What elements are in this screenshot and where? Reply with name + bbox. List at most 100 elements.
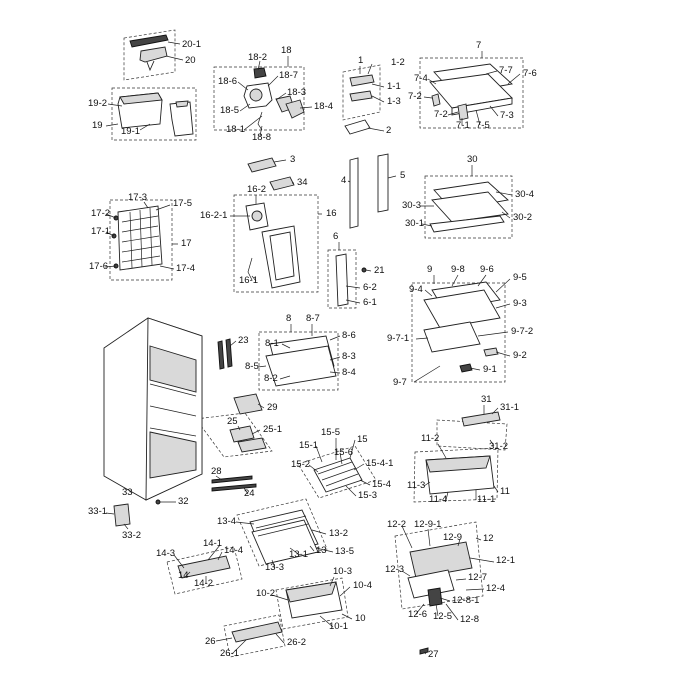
part-label-26: 26 — [205, 636, 216, 647]
part-label-4: 4 — [341, 175, 346, 186]
part-label-15-4-1: 15-4-1 — [366, 458, 393, 469]
part-label-8-2: 8-2 — [264, 373, 278, 384]
part-label-8-6: 8-6 — [342, 330, 356, 341]
part-label-10: 10 — [355, 613, 366, 624]
part-label-32: 32 — [178, 496, 189, 507]
part-label-12: 12 — [483, 533, 494, 544]
part-label-9: 9 — [427, 264, 432, 275]
part-label-13-1: 13-1 — [289, 549, 308, 560]
part-number-labels: 20-12019-21919-11818-218-718-618-318-418… — [88, 39, 537, 660]
part-label-26-1: 26-1 — [220, 648, 239, 659]
part-label-11-3: 11-3 — [407, 480, 425, 491]
part-label-18-6: 18-6 — [218, 76, 237, 87]
part-label-1-3: 1-3 — [387, 96, 401, 107]
part-label-25-1: 25-1 — [263, 424, 282, 435]
part-label-8-3: 8-3 — [342, 351, 356, 362]
part-label-7-1: 7-1 — [456, 120, 470, 131]
part-label-12-7: 12-7 — [468, 572, 487, 583]
part-label-9-3: 9-3 — [513, 298, 527, 309]
part-label-30-2: 30-2 — [513, 212, 532, 223]
part-label-9-1: 9-1 — [483, 364, 497, 375]
part-label-9-6: 9-6 — [480, 264, 494, 275]
part-label-16: 16 — [326, 208, 337, 219]
part-label-1-2: 1-2 — [391, 57, 405, 68]
part-label-7-7: 7-7 — [499, 65, 513, 76]
part-label-12-3: 12-3 — [385, 564, 404, 575]
part-label-18-8: 18-8 — [252, 132, 271, 143]
part-label-12-4: 12-4 — [486, 583, 505, 594]
part-label-17-5: 17-5 — [173, 198, 192, 209]
part-label-17-1: 17-1 — [91, 226, 110, 237]
part-label-12-1: 12-1 — [496, 555, 515, 566]
part-label-31-1: 31-1 — [500, 402, 519, 413]
leader-lines — [104, 41, 521, 655]
part-label-20-1: 20-1 — [182, 39, 201, 50]
part-label-14-1: 14-1 — [203, 538, 222, 549]
part-label-18-4: 18-4 — [314, 101, 333, 112]
part-label-15: 15 — [357, 434, 368, 445]
part-label-19-1: 19-1 — [121, 126, 140, 137]
part-label-13-4: 13-4 — [217, 516, 236, 527]
part-label-11: 11 — [500, 486, 510, 497]
part-label-15-2: 15-2 — [291, 459, 310, 470]
part-label-8-5: 8-5 — [245, 361, 259, 372]
part-label-9-7-1: 9-7-1 — [387, 333, 409, 344]
part-label-13: 13 — [316, 545, 327, 556]
part-label-18-7: 18-7 — [279, 70, 298, 81]
part-label-12-2: 12-2 — [387, 519, 406, 530]
part-label-18-3: 18-3 — [287, 87, 306, 98]
part-label-33-2: 33-2 — [122, 530, 141, 541]
part-label-3: 3 — [290, 154, 295, 165]
part-label-17-4: 17-4 — [176, 263, 195, 274]
part-label-1-1: 1-1 — [387, 81, 401, 92]
part-label-7-3: 7-3 — [500, 110, 514, 121]
part-label-14-3: 14-3 — [156, 548, 175, 559]
part-label-1: 1 — [358, 55, 363, 66]
part-label-30: 30 — [467, 154, 478, 165]
part-label-6-1: 6-1 — [363, 297, 377, 308]
part-label-2: 2 — [386, 125, 391, 136]
part-label-16-2-1: 16-2-1 — [200, 210, 227, 221]
part-label-31: 31 — [481, 394, 492, 405]
part-label-7-4: 7-4 — [414, 73, 428, 84]
part-label-8-4: 8-4 — [342, 367, 356, 378]
part-label-29: 29 — [267, 402, 278, 413]
part-label-17: 17 — [181, 238, 192, 249]
part-label-6-2: 6-2 — [363, 282, 377, 293]
part-label-34: 34 — [297, 177, 308, 188]
part-label-14-2: 14-2 — [194, 578, 213, 589]
part-label-33-1: 33-1 — [88, 506, 107, 517]
part-label-12-9: 12-9 — [443, 532, 462, 543]
part-label-30-4: 30-4 — [515, 189, 534, 200]
part-label-13-2: 13-2 — [329, 528, 348, 539]
part-label-12-6: 12-6 — [408, 609, 427, 620]
part-label-8-1: 8-1 — [265, 338, 279, 349]
part-label-14: 14 — [178, 570, 189, 581]
part-label-18: 18 — [281, 45, 292, 56]
part-label-17-2: 17-2 — [91, 208, 110, 219]
part-label-12-9-1: 12-9-1 — [414, 519, 441, 530]
part-label-15-4: 15-4 — [372, 479, 391, 490]
part-label-10-4: 10-4 — [353, 580, 372, 591]
part-label-12-8-1: 12-8-1 — [452, 595, 479, 606]
part-label-9-7-2: 9-7-2 — [511, 326, 533, 337]
part-label-8-7: 8-7 — [306, 313, 320, 324]
part-label-7-6: 7-6 — [523, 68, 537, 79]
part-label-9-5: 9-5 — [513, 272, 527, 283]
part-label-10-3: 10-3 — [333, 566, 352, 577]
part-label-8: 8 — [286, 313, 291, 324]
part-label-19-2: 19-2 — [88, 98, 107, 109]
part-label-28: 28 — [211, 466, 222, 477]
part-label-7-2: 7-2 — [408, 91, 422, 102]
part-label-7-5: 7-5 — [476, 120, 490, 131]
part-label-16-1: 16-1 — [239, 275, 258, 286]
part-label-18-5: 18-5 — [220, 105, 239, 116]
part-drawings — [103, 34, 513, 655]
part-label-31-2: 31-2 — [489, 441, 508, 452]
part-label-14-4: 14-4 — [224, 545, 243, 556]
part-label-12-8: 12-8 — [460, 614, 479, 625]
part-label-25: 25 — [227, 416, 238, 427]
part-label-26-2: 26-2 — [287, 637, 306, 648]
part-label-13-5: 13-5 — [335, 546, 354, 557]
